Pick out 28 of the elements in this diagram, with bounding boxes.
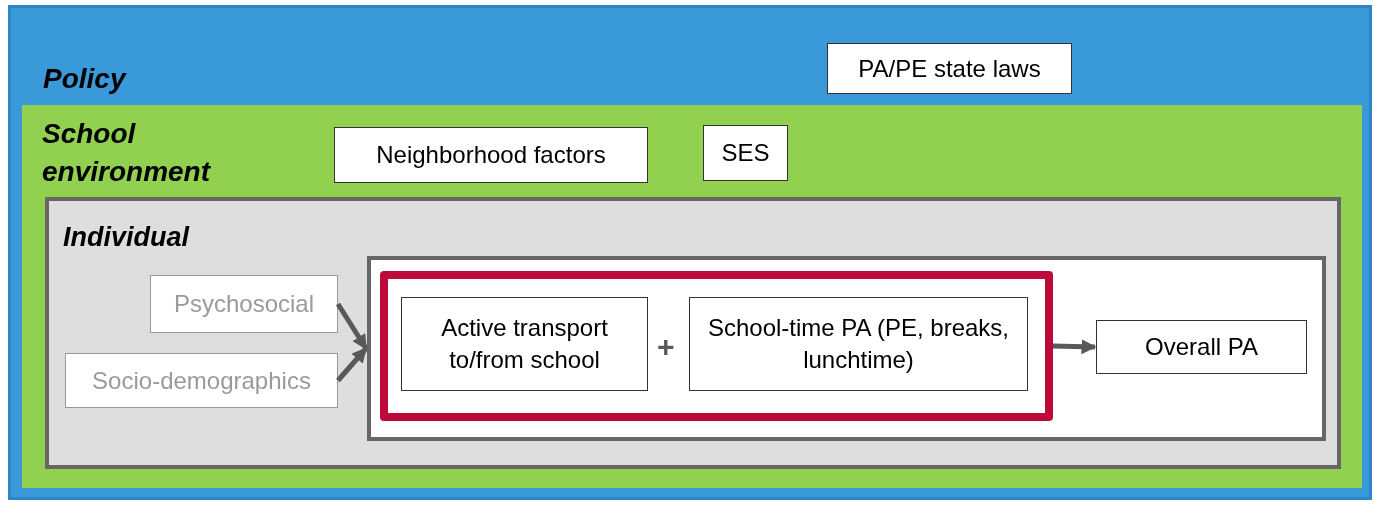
box-label: Neighborhood factors <box>375 140 607 170</box>
band-heading: Policy <box>43 62 126 96</box>
arrow <box>1052 339 1097 355</box>
box-label: School-time PA (PE, breaks, lunchtime) <box>707 313 1010 375</box>
activity-box <box>401 297 648 391</box>
arrow <box>335 302 369 350</box>
box-label: Socio-demographics <box>91 365 312 396</box>
band-heading: School environment <box>42 117 212 189</box>
policy-band <box>8 5 1372 500</box>
factor-box <box>703 125 788 181</box>
plus-sign: + <box>657 332 675 362</box>
box-label: Psychosocial <box>172 289 316 319</box>
box-label: PA/PE state laws <box>857 53 1042 84</box>
factor-box <box>150 275 338 333</box>
factor-box <box>65 353 338 408</box>
box-label: Active transport to/from school <box>440 313 609 375</box>
band-heading: Individual <box>63 221 189 254</box>
activity-box <box>689 297 1028 391</box>
highlight-frame <box>380 271 1053 421</box>
outcome-box <box>1096 320 1307 374</box>
outcome-panel <box>367 256 1326 441</box>
individual-band <box>45 197 1341 469</box>
box-label: Overall PA <box>1144 332 1259 362</box>
factor-box <box>334 127 648 183</box>
school-environment-band <box>22 105 1362 488</box>
factor-box <box>827 43 1072 94</box>
box-label: SES <box>720 138 771 168</box>
arrow <box>336 346 368 383</box>
